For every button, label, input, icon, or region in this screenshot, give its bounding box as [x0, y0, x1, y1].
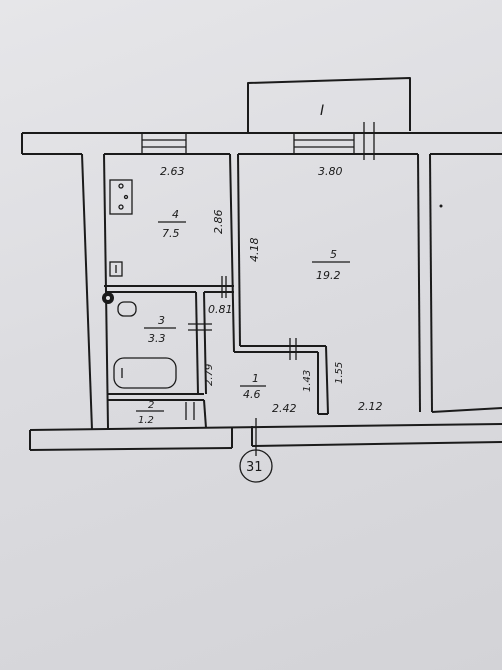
room-3-number: 3: [158, 314, 165, 327]
dim-hall-width: 2.42: [272, 402, 297, 415]
washbasin-icon: [117, 301, 137, 317]
room-4-area: 7.5: [162, 227, 180, 240]
outer-walls: [21, 132, 502, 451]
dim-bath-height: 2.79: [204, 364, 215, 386]
dim-room5-lower-height: 1.55: [334, 362, 345, 384]
room-2-area: 1.2: [138, 415, 154, 426]
dim-kitchen-width: 2.63: [160, 165, 185, 178]
interior-walls: [104, 153, 329, 456]
dim-hall-height: 1.43: [302, 370, 313, 392]
balcony-label: I: [320, 103, 324, 119]
wall-dot: [439, 204, 443, 208]
windows: [141, 122, 375, 160]
dim-kitchen-height: 2.86: [212, 210, 225, 235]
room-3-area: 3.3: [148, 332, 166, 345]
room-2-number: 2: [148, 400, 154, 411]
dim-room5-width: 3.80: [318, 165, 343, 178]
sink-icon: [109, 261, 123, 277]
balcony: I: [247, 77, 411, 133]
room-labels: 4 7.5 5 19.2 3 3.3 1 4.6 2 1.2: [136, 208, 350, 426]
room-5-number: 5: [330, 248, 337, 261]
stove-icon: [109, 179, 133, 215]
dim-room5-height: 4.18: [248, 238, 261, 263]
dim-hall-gap: 0.81: [208, 303, 233, 316]
bathtub-icon: [113, 357, 177, 389]
apartment-number: 31: [246, 460, 263, 475]
room-5-area: 19.2: [316, 269, 341, 282]
room-4-number: 4: [172, 208, 179, 221]
room-1-area: 4.6: [243, 388, 261, 401]
fixtures: [102, 179, 177, 389]
dim-room5-lower-width: 2.12: [358, 400, 383, 413]
room-1-number: 1: [252, 372, 259, 385]
apartment-marker: 31: [239, 449, 273, 483]
dimension-labels: 2.63 3.80 2.86 4.18 0.81 2.79 1.43 2.42 …: [160, 165, 383, 415]
